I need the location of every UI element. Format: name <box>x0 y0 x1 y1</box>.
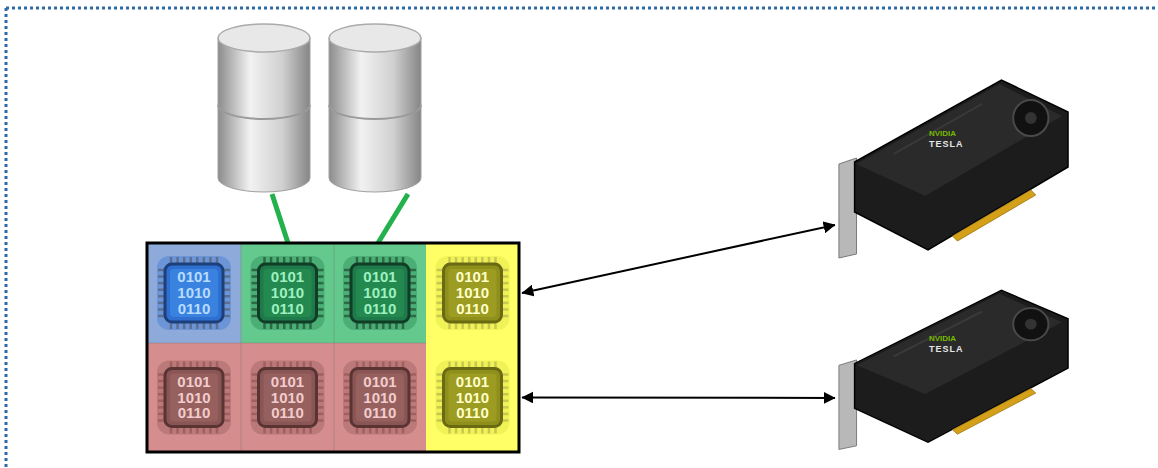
chip-face <box>264 374 312 422</box>
gpu-body <box>855 290 1068 442</box>
binary-digits: 0101 1010 0110 <box>358 269 402 316</box>
chip-face <box>449 374 497 422</box>
chip-body <box>165 369 223 427</box>
chip-label-holder: 0101 1010 0110 <box>334 343 426 452</box>
cell-divider <box>147 343 426 344</box>
double-arrow <box>522 397 835 399</box>
chip-body <box>351 264 409 322</box>
gpu-card: NVIDIATESLA <box>835 72 1070 262</box>
chip-body <box>259 264 317 322</box>
gpu-fan <box>1013 308 1048 340</box>
binary-digits: 0101 1010 0110 <box>451 269 495 316</box>
brand-logo-text: NVIDIA <box>929 129 964 139</box>
double-arrow <box>522 225 835 293</box>
gpu-shroud <box>857 84 1063 196</box>
cpu-core-chip: 0101 1010 0110 <box>426 343 519 452</box>
chip-label-holder: 0101 1010 0110 <box>334 243 426 343</box>
disk-link <box>272 194 288 243</box>
chip-glow <box>157 256 231 330</box>
chip-label-holder: 0101 1010 0110 <box>241 243 334 343</box>
chip-face <box>170 269 218 317</box>
chip-face <box>264 269 312 317</box>
cell-divider <box>334 243 335 452</box>
chip-glow <box>251 361 325 435</box>
chip-body <box>165 264 223 322</box>
chip-label-holder: 0101 1010 0110 <box>147 243 241 343</box>
chip-glow <box>436 256 510 330</box>
cpu-core-chip: 0101 1010 0110 <box>334 243 426 343</box>
product-name: TESLA <box>929 139 964 150</box>
dotted-frame <box>5 8 8 468</box>
gpu-connector <box>953 190 1036 241</box>
gpu-fan <box>1013 100 1048 136</box>
gpu-card-illustration <box>835 283 1070 453</box>
gpu-label-holder: NVIDIATESLA <box>929 129 964 149</box>
chip-face <box>356 374 404 422</box>
chip-label-holder: 0101 1010 0110 <box>147 343 241 452</box>
chip-body <box>444 264 502 322</box>
gpu-shroud <box>857 294 1063 394</box>
cpu-block-border <box>147 243 519 452</box>
disk-symbol <box>329 24 421 192</box>
binary-digits: 0101 1010 0110 <box>172 269 216 316</box>
chip-glow <box>436 361 510 435</box>
cpu-core-chip: 0101 1010 0110 <box>147 243 241 343</box>
region-yellow <box>426 243 519 452</box>
gpu-stripe <box>894 312 982 357</box>
cell-divider <box>241 243 242 452</box>
dotted-frame <box>6 7 1158 10</box>
chip-face <box>356 269 404 317</box>
gpu-body <box>855 80 1068 250</box>
binary-digits: 0101 1010 0110 <box>266 269 310 316</box>
region-blue <box>147 243 241 343</box>
disk-link <box>378 194 408 243</box>
cpu-core-chip: 0101 1010 0110 <box>426 243 519 343</box>
gpu-card-illustration <box>835 72 1070 262</box>
chip-label-holder: 0101 1010 0110 <box>426 243 519 343</box>
disk-symbol <box>218 24 310 192</box>
product-name: TESLA <box>929 344 964 355</box>
chip-glow <box>157 361 231 435</box>
gpu-fan-hub <box>1025 319 1037 330</box>
gpu-connector <box>953 389 1036 435</box>
chip-face <box>170 374 218 422</box>
brand-logo-text: NVIDIA <box>929 334 964 344</box>
chip-label-holder: 0101 1010 0110 <box>426 343 519 452</box>
gpu-card: NVIDIATESLA <box>835 283 1070 453</box>
chip-body <box>259 369 317 427</box>
binary-digits: 0101 1010 0110 <box>358 374 402 421</box>
chip-label-holder: 0101 1010 0110 <box>241 343 334 452</box>
region-red <box>147 343 426 452</box>
chip-glow <box>343 256 417 330</box>
binary-digits: 0101 1010 0110 <box>451 374 495 421</box>
chip-glow <box>343 361 417 435</box>
gpu-label-holder: NVIDIATESLA <box>929 334 964 354</box>
gpu-fan-hub <box>1025 112 1037 124</box>
cpu-core-chip: 0101 1010 0110 <box>241 343 334 452</box>
chip-face <box>449 269 497 317</box>
region-green <box>241 243 426 343</box>
chip-glow <box>251 256 325 330</box>
cpu-core-chip: 0101 1010 0110 <box>241 243 334 343</box>
chip-body <box>351 369 409 427</box>
binary-digits: 0101 1010 0110 <box>266 374 310 421</box>
gpu-stripe <box>894 104 982 154</box>
cpu-core-chip: 0101 1010 0110 <box>147 343 241 452</box>
binary-digits: 0101 1010 0110 <box>172 374 216 421</box>
chip-body <box>444 369 502 427</box>
cpu-core-chip: 0101 1010 0110 <box>334 343 426 452</box>
